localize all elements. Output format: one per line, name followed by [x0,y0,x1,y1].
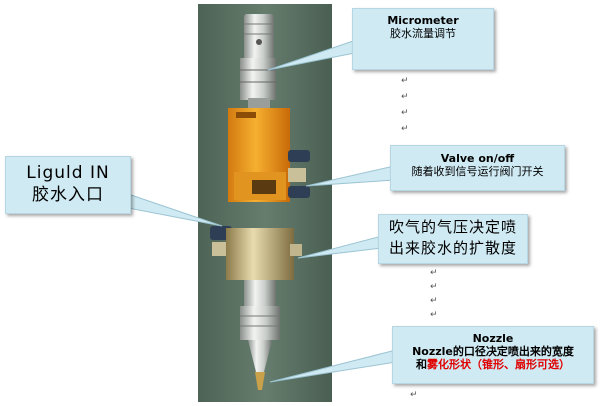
nozzle-line-3-highlight: 雾化形状（锥形、扇形可选） [427,358,570,371]
valve-subtitle: 随着收到信号运行阀门开关 [411,165,544,178]
nozzle-callout: Nozzle Nozzle的口径决定喷出来的宽度 和雾化形状（锥形、扇形可选） [392,326,594,384]
micrometer-barrel [240,58,276,100]
micrometer-title: Micrometer [387,14,459,27]
nozzle-block [226,228,294,280]
air-line-2: 出来胶水的扩散度 [388,239,517,257]
valve-callout: Valve on/off 随着收到信号运行阀门开关 [390,145,565,191]
liquid-in-callout: Liguld IN 胶水入口 [5,156,131,214]
micrometer-subtitle: 胶水流量调节 [390,27,456,40]
air-line-1: 吹气的气压决定喷 [388,218,517,236]
liquid-in-subtitle: 胶水入口 [32,185,104,205]
nozzle-line-2: Nozzle的口径决定喷出来的宽度 [412,345,574,358]
paragraph-mark: ↵ [410,390,418,400]
paragraph-mark: ↵ [430,296,438,306]
micrometer-knob [244,14,274,60]
nozzle-tip [255,372,265,390]
air-pressure-callout: 吹气的气压决定喷 出来胶水的扩散度 [378,214,528,264]
nozzle-title: Nozzle [472,332,514,345]
paragraph-mark: ↵ [401,124,409,134]
nozzle-line-3-prefix: 和 [416,358,427,371]
nozzle-line-3: 和雾化形状（锥形、扇形可选） [393,358,593,371]
liquid-in-title: Liguld IN [26,163,110,183]
paragraph-mark: ↵ [401,108,409,118]
paragraph-mark: ↵ [430,268,438,278]
paragraph-mark: ↵ [401,92,409,102]
valve-fitting-top [288,150,310,162]
micrometer-callout: Micrometer 胶水流量调节 [352,8,494,70]
nozzle-nut [240,306,280,340]
paragraph-mark: ↵ [401,76,409,86]
paragraph-mark: ↵ [430,282,438,292]
paragraph-mark: ↵ [430,310,438,320]
valve-title: Valve on/off [440,152,515,165]
